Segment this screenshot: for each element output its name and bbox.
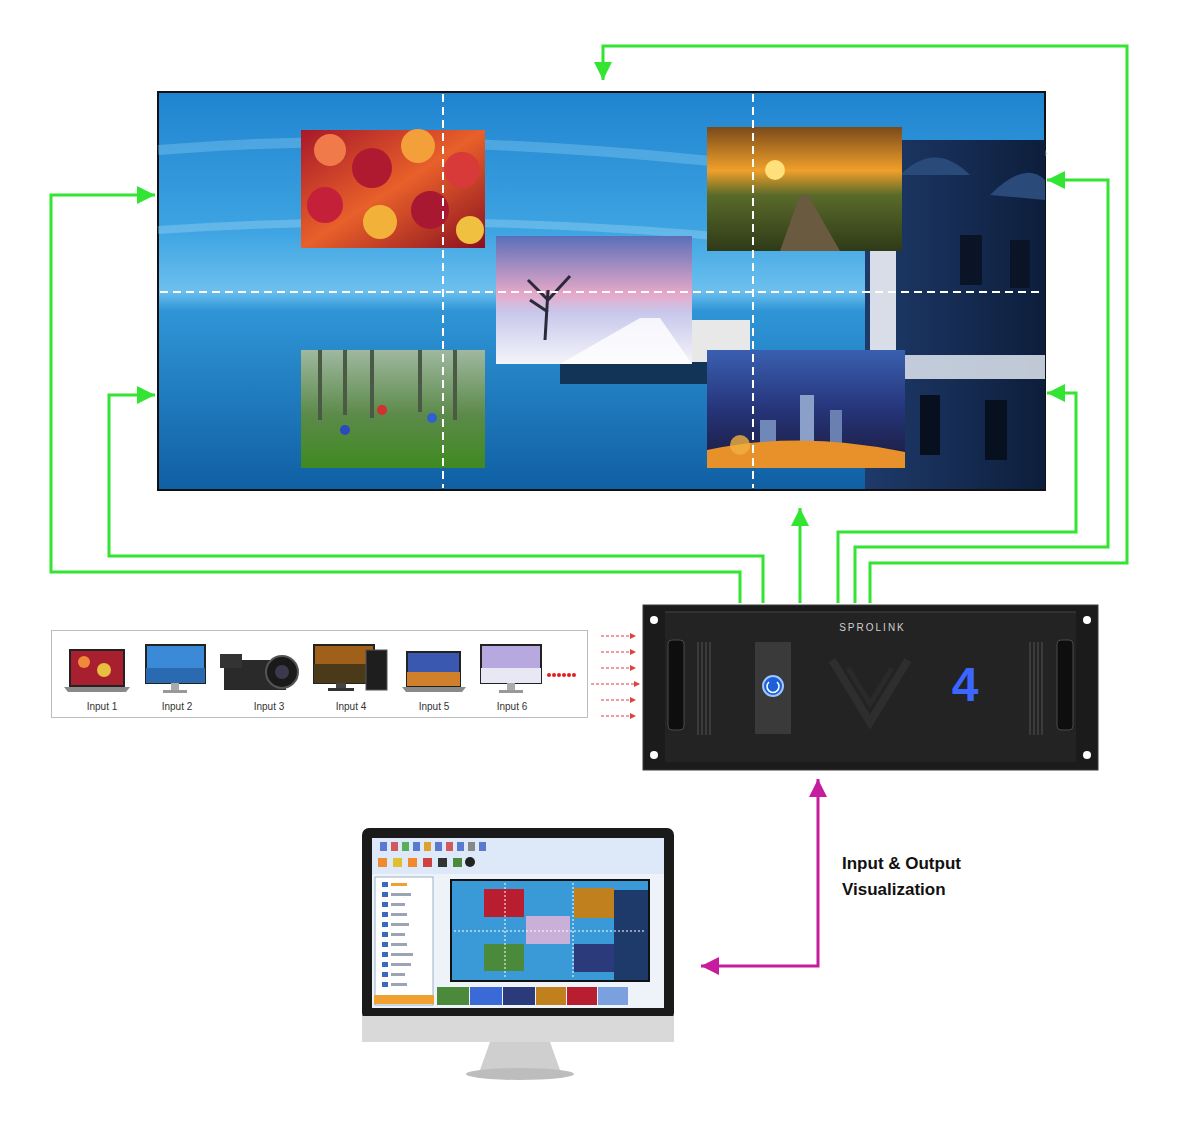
- input-caption: Input 5: [399, 701, 469, 713]
- control-monitor: [362, 828, 674, 1080]
- input-caption: Input 1: [67, 701, 137, 713]
- input-caption: Input 3: [234, 701, 304, 713]
- input-signal-arrows: [601, 636, 636, 716]
- input-caption: Input 4: [316, 701, 386, 713]
- brand-name: SPROLINK: [643, 622, 1102, 634]
- input-sources: [51, 630, 588, 718]
- wall-grid: [160, 94, 1043, 488]
- input-caption: Input 2: [142, 701, 212, 713]
- wall-pictures: [301, 127, 905, 468]
- signal-arrow: [591, 683, 640, 684]
- model-logo: 4: [945, 658, 985, 712]
- control-link: [701, 779, 818, 966]
- input-caption: Input 6: [477, 701, 547, 713]
- annotation: Input & Output Visualization: [842, 851, 982, 903]
- output-cables: [51, 46, 1127, 603]
- video-wall: [158, 92, 1045, 490]
- input-panel: Input 1 Input 2 Input 3 Input 4 Input 5 Input…: [51, 630, 588, 718]
- video-processor: SPROLINK 4: [643, 605, 1102, 770]
